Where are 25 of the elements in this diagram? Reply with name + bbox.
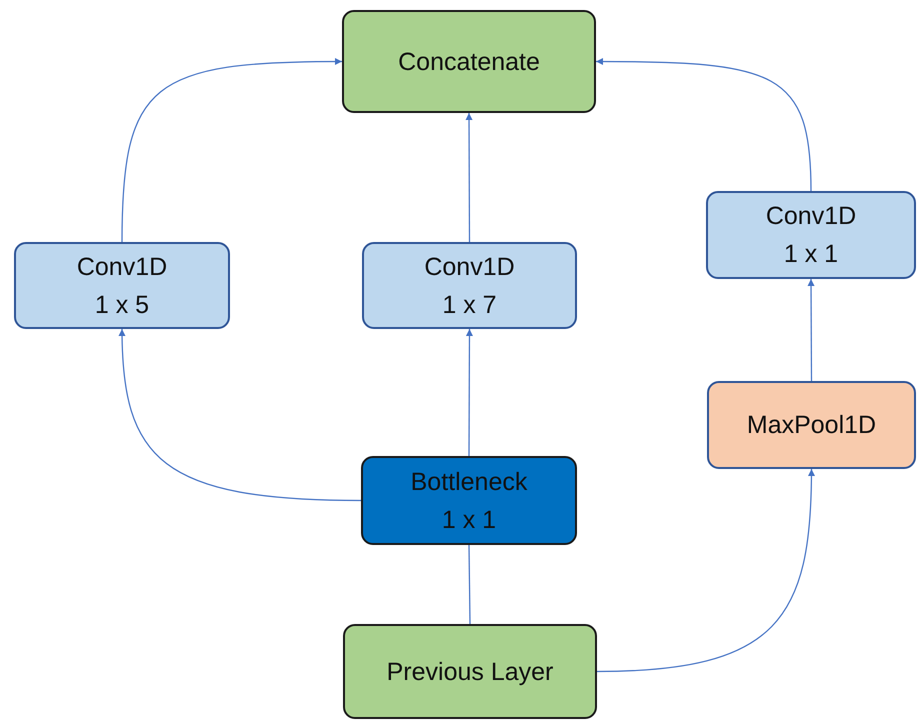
node-label: 1 x 7: [442, 290, 497, 320]
node-label: Conv1D: [76, 252, 168, 282]
arrow: [466, 113, 473, 242]
node-label: MaxPool1D: [746, 410, 876, 441]
node-label: Concatenate: [398, 46, 540, 78]
arrow: [596, 58, 812, 192]
arrow: [596, 468, 815, 672]
node-label: 1 x 1: [784, 239, 838, 270]
concatenate-box: [342, 10, 596, 113]
node-label: Previous Layer: [386, 656, 554, 688]
node-label: Bottleneck: [410, 466, 528, 498]
arrow: [808, 279, 815, 381]
bottleneck-box: [361, 456, 577, 545]
arrow: [121, 58, 342, 242]
arrow: [118, 328, 362, 502]
node-label: 1 x 5: [94, 290, 150, 320]
conv-layer-box: [362, 242, 577, 329]
conv-layer-box: [706, 191, 916, 279]
node-label: Conv1D: [424, 252, 515, 282]
arrow: [466, 329, 473, 456]
input-layer-box: [343, 624, 597, 719]
pooling-layer-box: [707, 381, 916, 469]
node-label: Conv1D: [766, 201, 856, 232]
node-label: 1 x 1: [442, 504, 496, 536]
conv-layer-box: [14, 242, 230, 329]
